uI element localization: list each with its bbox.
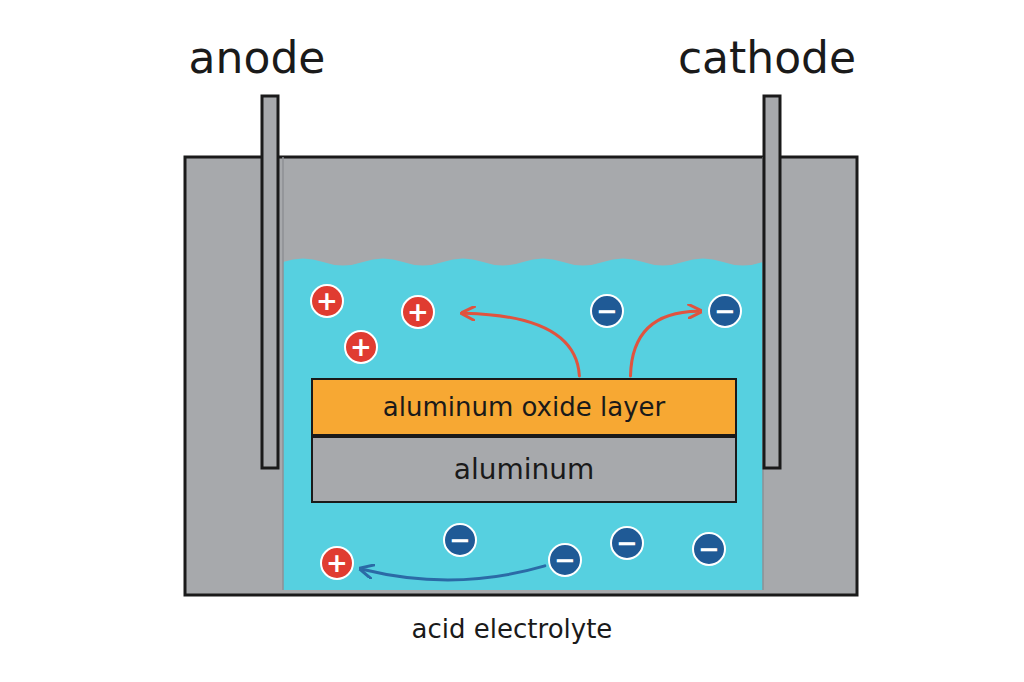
- charge-sign: +: [350, 334, 372, 360]
- anion-circle: −: [443, 523, 477, 557]
- ion-migration-arrow: [363, 566, 545, 580]
- oxide-layer: aluminum oxide layer: [311, 378, 737, 436]
- cation-circle: +: [401, 295, 435, 329]
- electrolyte: [283, 259, 763, 591]
- electrode-label: anode: [189, 32, 326, 83]
- charge-sign: −: [714, 298, 736, 324]
- layer-name: aluminum oxide layer: [383, 392, 665, 422]
- charge-sign: +: [326, 550, 348, 576]
- tank-wall-edge: [282, 157, 284, 590]
- cation-circle: +: [320, 546, 354, 580]
- charge-sign: +: [316, 288, 338, 314]
- electrode-label: cathode: [678, 32, 856, 83]
- anode-electrode: [262, 96, 278, 468]
- anion-circle: −: [590, 294, 624, 328]
- layer-name: aluminum: [454, 453, 595, 486]
- charge-sign: +: [407, 299, 429, 325]
- charge-sign: −: [449, 527, 471, 553]
- anion-circle: −: [708, 294, 742, 328]
- electrolyte-label: acid electrolyte: [412, 614, 613, 644]
- cation-circle: +: [310, 284, 344, 318]
- aluminum-substrate: aluminum: [311, 436, 737, 503]
- charge-sign: −: [596, 298, 618, 324]
- ion-migration-arrow: [631, 311, 699, 376]
- ion-migration-arrow: [465, 313, 579, 376]
- charge-sign: −: [554, 547, 576, 573]
- cathode-electrode: [764, 96, 780, 468]
- cation-circle: +: [344, 330, 378, 364]
- charge-sign: −: [616, 530, 638, 556]
- anion-circle: −: [548, 543, 582, 577]
- anion-circle: −: [692, 532, 726, 566]
- tank-body: [185, 157, 857, 595]
- charge-sign: −: [698, 536, 720, 562]
- anion-circle: −: [610, 526, 644, 560]
